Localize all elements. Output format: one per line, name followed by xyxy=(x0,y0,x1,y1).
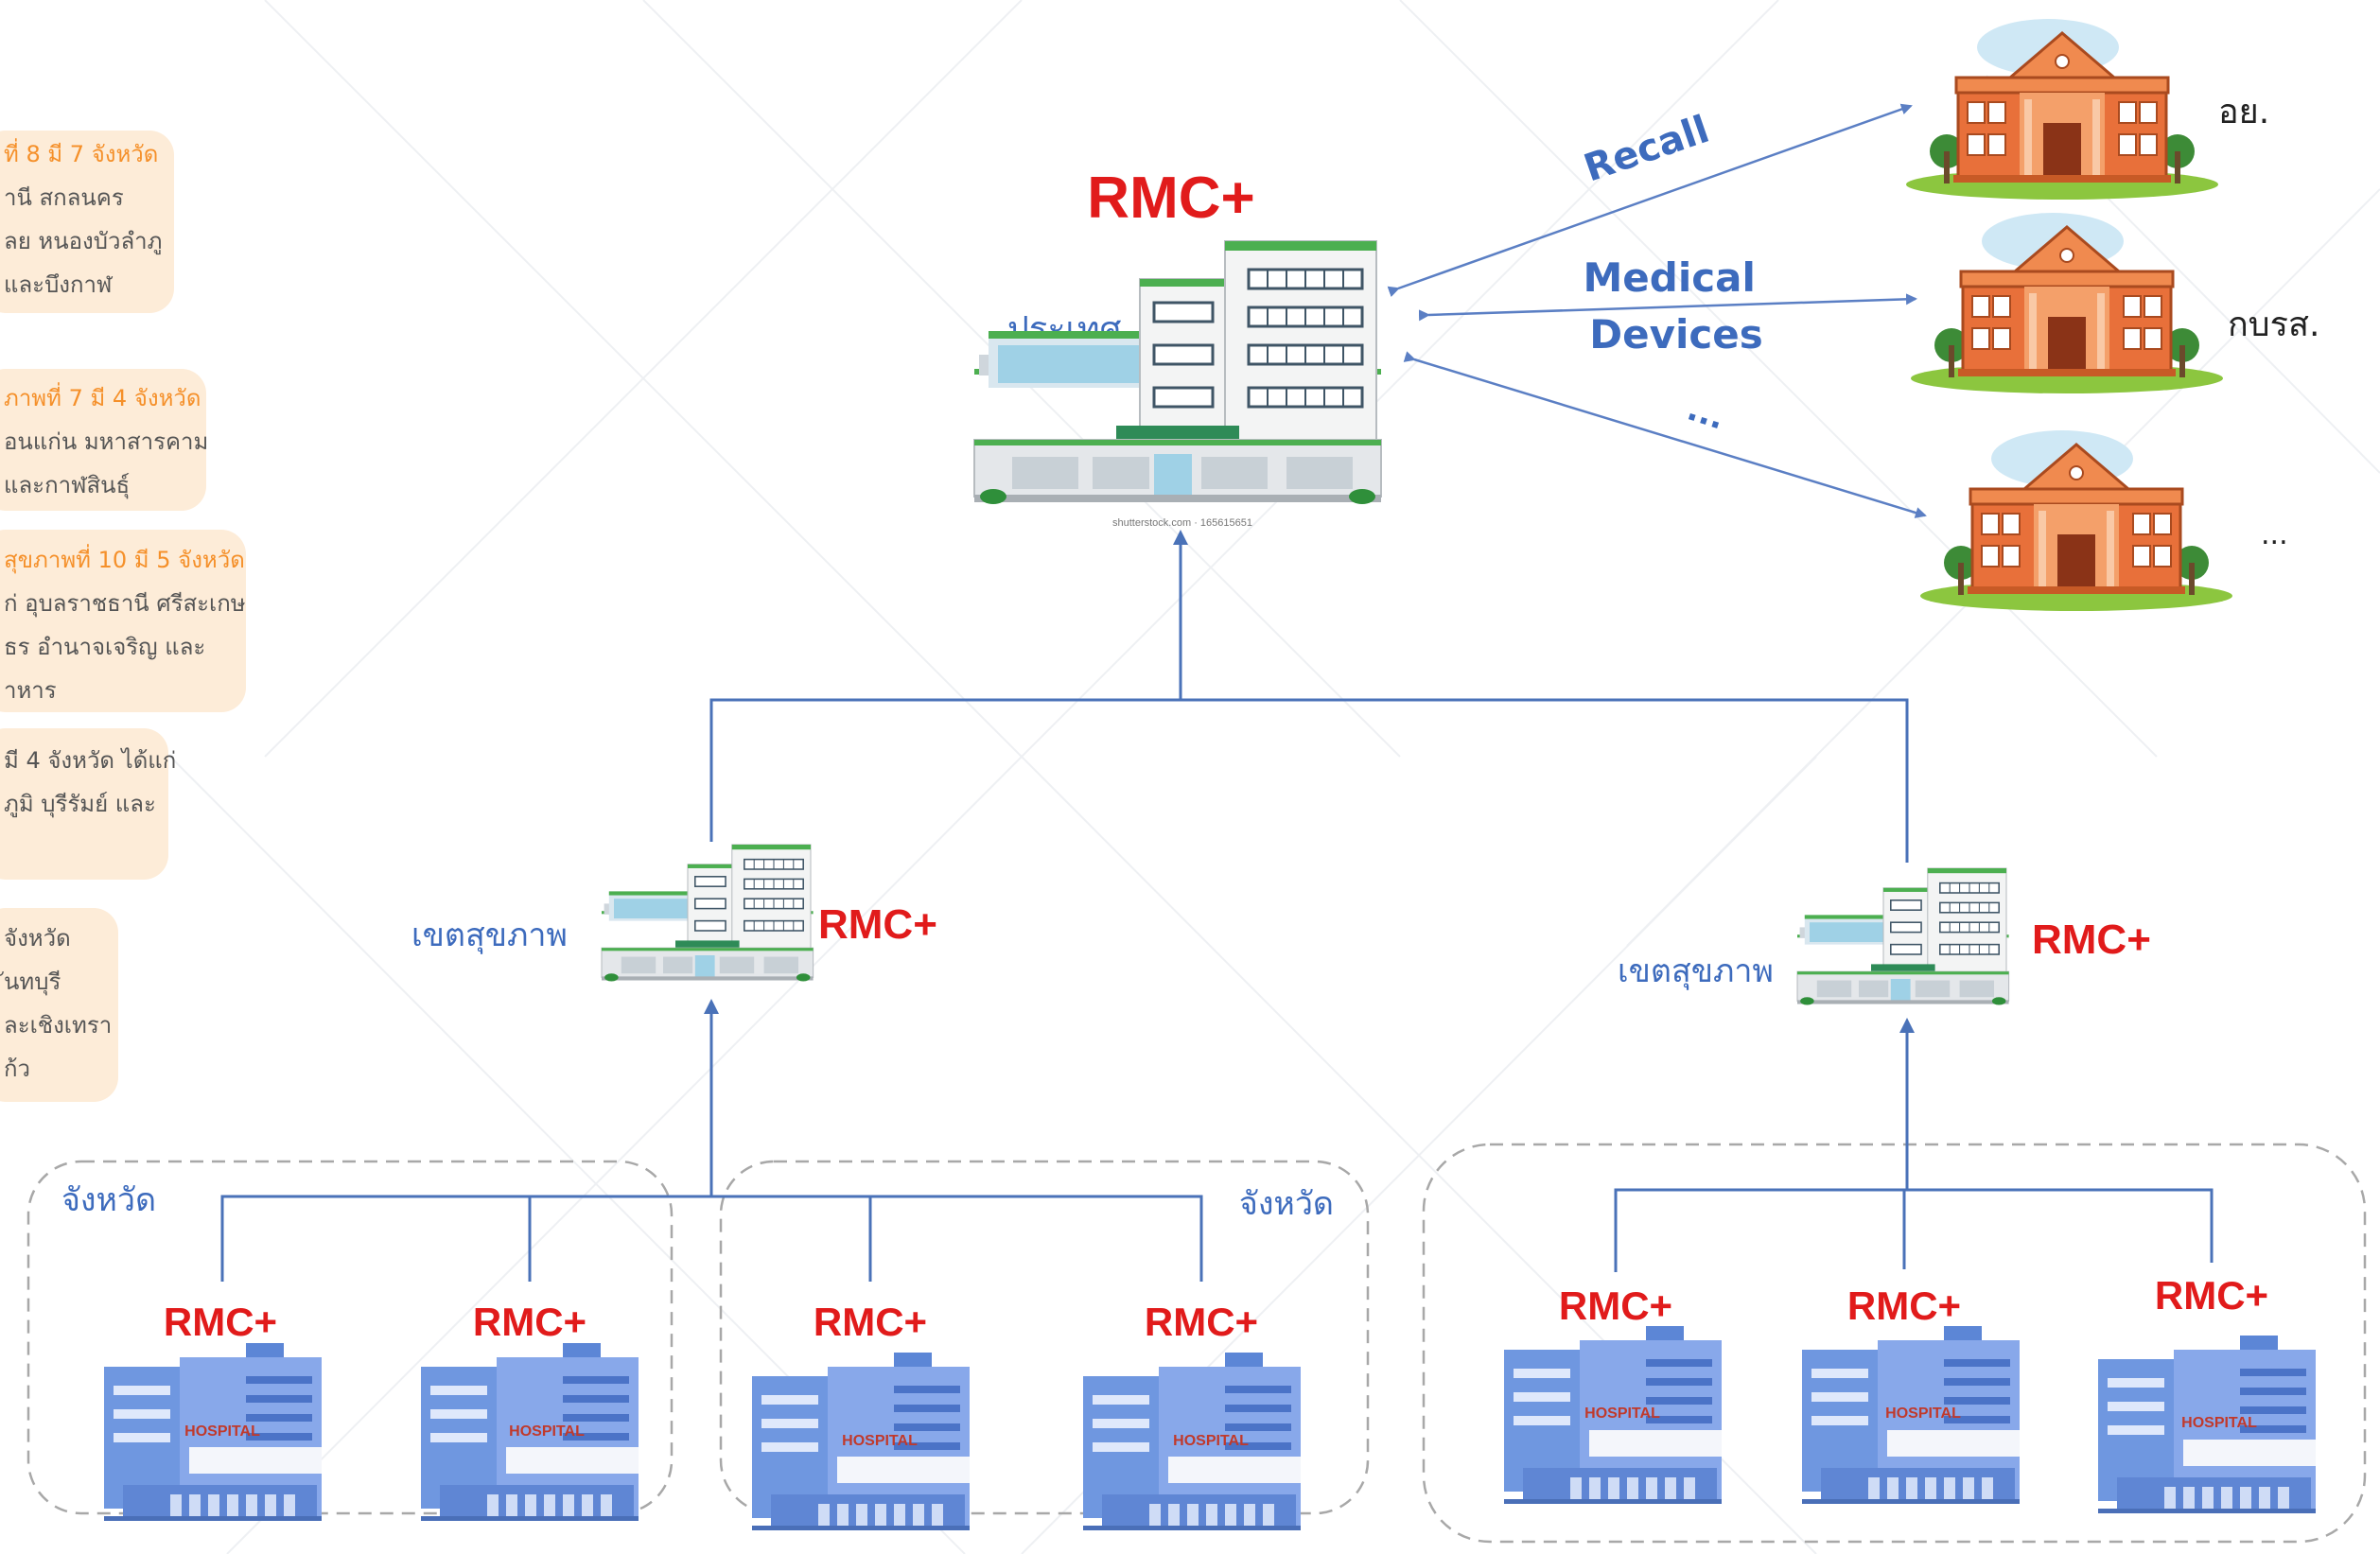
svg-text:มี 4 จังหวัด ได้แก่ ภูมิ: มี 4 จังหวัด ได้แก่ ภูมิ บุรีรัมย์ และ xyxy=(4,747,184,818)
medical-devices-label-line-2: Devices xyxy=(1589,311,1763,358)
side-note-5-line-4: ก้ว xyxy=(4,1056,30,1082)
province-hospital-6-title: RMC+ xyxy=(1847,1283,1961,1328)
province-hospital-5-title: RMC+ xyxy=(1559,1283,1672,1328)
region-right-label: เขตสุขภาพ xyxy=(1618,952,1774,990)
other-arrow xyxy=(1403,351,1927,518)
side-note-4-line-2: ภูมิ บุรีรัมย์ และ xyxy=(4,791,156,818)
svg-text:ภาพที่ 7 มี 4 จังหวัด อน: ภาพที่ 7 มี 4 จังหวัด อนแก่น มหาสารคาม แ… xyxy=(4,382,216,499)
side-note-1-line-3: ลย หนองบัวลำภู xyxy=(4,228,162,255)
province-hospital-7: RMC+ HOSPITAL xyxy=(2098,1273,2316,1513)
national-rmc: RMC+ ประเทศ shutterstock.com · 165615651 xyxy=(972,166,1383,529)
side-note-4-line-1: มี 4 จังหวัด ได้แก่ xyxy=(4,747,176,774)
province-hospital-6-sign: HOSPITAL xyxy=(1885,1406,1961,1422)
svg-text:ที่ 8 มี 7 จังหวัด านี ส: ที่ 8 มี 7 จังหวัด านี สกลนคร ลย หนองบัว… xyxy=(4,138,169,298)
province-hospital-2-title: RMC+ xyxy=(473,1300,586,1344)
side-note-2-line-1: ภาพที่ 7 มี 4 จังหวัด xyxy=(4,382,201,411)
province-to-region-connectors xyxy=(220,999,2214,1282)
province-hospital-3-title: RMC+ xyxy=(814,1300,927,1344)
agency-label-3: ... xyxy=(2261,518,2288,551)
side-note-3-line-2: ก่ อุบลราชธานี ศรีสะเกษ xyxy=(4,590,246,618)
national-hospital-building xyxy=(972,239,1383,506)
side-note-3 xyxy=(0,530,246,712)
province-hospital-3: RMC+ HOSPITAL xyxy=(752,1300,970,1530)
side-note-2-line-3: และกาฬสินธุ์ xyxy=(4,472,130,499)
province-hospital-2: RMC+ HOSPITAL xyxy=(421,1300,639,1521)
side-note-5 xyxy=(0,908,118,1102)
recall-arrow xyxy=(1387,103,1913,298)
region-left-building xyxy=(601,844,814,983)
region-rmc-left: เขตสุขภาพ RMC+ xyxy=(411,844,937,983)
agency-arrows: Recall Medical Devices ... xyxy=(1387,103,1927,518)
recall-label: Recall xyxy=(1579,108,1715,191)
side-note-5-line-2: ันทบุรี xyxy=(0,969,61,996)
region-right-building xyxy=(1796,867,2010,1006)
region-rmc-right: เขตสุขภาพ RMC+ xyxy=(1618,867,2151,1006)
province-hospital-3-sign: HOSPITAL xyxy=(842,1433,918,1449)
province-groups: จังหวัด จังหวัด xyxy=(26,1143,2367,1544)
other-arrow-label: ... xyxy=(1683,391,1729,438)
national-watermark: shutterstock.com · 165615651 xyxy=(1112,517,1252,529)
region-left-label: เขตสุขภาพ xyxy=(411,917,568,954)
province-hospital-1-title: RMC+ xyxy=(164,1300,277,1344)
agencies: อย. กบรส. ... xyxy=(1904,17,2319,613)
province-hospital-2-sign: HOSPITAL xyxy=(509,1423,585,1440)
national-rmc-title: RMC+ xyxy=(1087,166,1254,231)
agency-building-1 xyxy=(1904,17,2220,201)
province-hospital-1-sign: HOSPITAL xyxy=(184,1423,260,1440)
medical-devices-label: Medical Devices xyxy=(1583,254,1769,358)
side-note-1-line-1: ที่ 8 มี 7 จังหวัด xyxy=(4,138,158,167)
svg-text:จังหวัด ันทบุรี ละ: จังหวัด ันทบุรี ละเชิงเทรา ก้ว xyxy=(0,925,119,1082)
side-note-2 xyxy=(0,369,206,511)
region-left-title: RMC+ xyxy=(818,901,937,948)
svg-text:สุขภาพที่ 10 มี 5 จังหวัด: สุขภาพที่ 10 มี 5 จังหวัด ก่ อุบลราชธานี… xyxy=(4,544,253,704)
province-hospital-4-sign: HOSPITAL xyxy=(1173,1433,1249,1449)
region-to-national-connectors xyxy=(709,530,1909,863)
province-hospitals: RMC+ HOSPITAL RMC+ HOSPITAL RMC+ HOSPITA… xyxy=(104,1273,2316,1530)
province-hospital-1: RMC+ HOSPITAL xyxy=(104,1300,322,1521)
province-hospital-4-title: RMC+ xyxy=(1145,1300,1258,1344)
province-hospital-6: RMC+ HOSPITAL xyxy=(1802,1283,2020,1504)
side-note-4 xyxy=(0,728,168,880)
region-right-title: RMC+ xyxy=(2032,917,2151,963)
province-hospital-5: RMC+ HOSPITAL xyxy=(1504,1283,1722,1504)
side-note-2-line-2: อนแก่น มหาสารคาม xyxy=(4,428,208,455)
side-note-3-line-4: าหาร xyxy=(4,677,57,704)
province-group-box-3 xyxy=(1422,1143,2367,1544)
province-group-label-1: จังหวัด xyxy=(61,1181,156,1219)
agency-label-2: กบรส. xyxy=(2228,306,2319,344)
province-hospital-7-sign: HOSPITAL xyxy=(2181,1415,2257,1431)
province-group-box-2 xyxy=(719,1160,1370,1515)
province-hospital-5-sign: HOSPITAL xyxy=(1584,1406,1660,1422)
side-note-3-line-3: ธร อำนาจเจริญ และ xyxy=(4,634,205,660)
province-group-box-1 xyxy=(26,1160,674,1515)
medical-devices-arrow xyxy=(1418,293,1917,322)
province-group-label-2: จังหวัด xyxy=(1239,1185,1334,1223)
agency-building-2 xyxy=(1909,211,2225,395)
side-note-1-line-2: านี สกลนคร xyxy=(4,184,124,211)
side-note-3-line-1: สุขภาพที่ 10 มี 5 จังหวัด xyxy=(4,544,245,574)
side-note-5-line-1: จังหวัด xyxy=(4,925,71,952)
side-note-1-line-4: และบึงกาฬ xyxy=(4,271,114,298)
province-hospital-4: RMC+ HOSPITAL xyxy=(1083,1300,1301,1530)
side-note-5-line-3: ละเชิงเทรา xyxy=(4,1012,112,1039)
agency-label-1: อย. xyxy=(2218,93,2269,131)
side-notes: ที่ 8 มี 7 จังหวัด านี สกลนคร ลย หนองบัว… xyxy=(0,131,253,1102)
medical-devices-label-line-1: Medical xyxy=(1583,254,1755,301)
side-note-1 xyxy=(0,131,174,313)
agency-building-3 xyxy=(1918,428,2234,613)
province-hospital-7-title: RMC+ xyxy=(2155,1273,2268,1318)
